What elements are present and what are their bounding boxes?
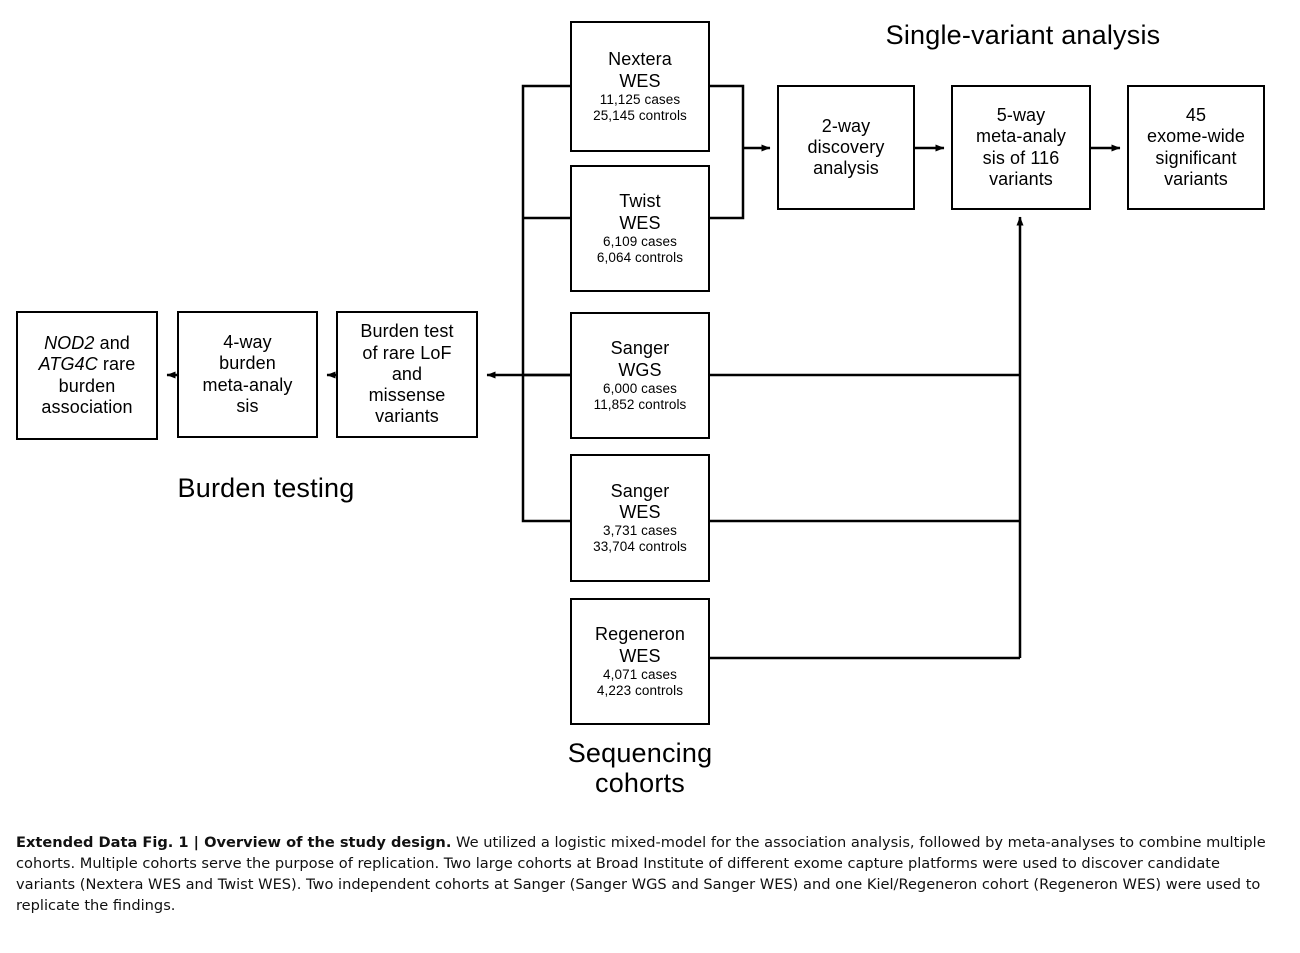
twist-wes-cases: 6,109 cases (603, 233, 677, 249)
nextera-wes-title-line1: Nextera (608, 49, 672, 70)
exome-wide-significant-label: 45 exome-wide significant variants (1146, 105, 1246, 189)
twist-wes-title-line2: WES (619, 212, 661, 233)
node-burden-test-rare-variants[interactable]: Burden test of rare LoF and missense var… (336, 311, 478, 438)
nod2-and: and (94, 333, 130, 354)
section-label-sequencing-cohorts: Sequencing cohorts (567, 738, 713, 799)
nextera-wes-cases: 11,125 cases (599, 91, 681, 107)
node-nextera-wes[interactable]: Nextera WES 11,125 cases 25,145 controls (570, 21, 710, 152)
regeneron-wes-controls: 4,223 controls (596, 682, 684, 698)
four-way-burden-meta-analysis-label: 4-way burden meta-analy sis (202, 332, 293, 416)
figure-caption: Extended Data Fig. 1 | Overview of the s… (16, 832, 1272, 917)
node-sanger-wes[interactable]: Sanger WES 3,731 cases 33,704 controls (570, 454, 710, 582)
regeneron-wes-title-line1: Regeneron (595, 624, 685, 645)
node-nod2-atg4c-association[interactable]: NOD2 and ATG4C rare burden association (16, 311, 158, 440)
study-design-flowchart: Single-variant analysis Burden testing S… (16, 20, 1265, 799)
node-twist-wes[interactable]: Twist WES 6,109 cases 6,064 controls (570, 165, 710, 292)
gene-nod2: NOD2 (44, 333, 95, 354)
sanger-wgs-title-line1: Sanger (610, 338, 670, 359)
sanger-wgs-controls: 11,852 controls (593, 396, 687, 412)
nextera-wes-title-line2: WES (619, 70, 661, 91)
conn-burden-left-rail (521, 84, 570, 523)
section-label-single-variant-analysis: Single-variant analysis (885, 20, 1161, 50)
nextera-wes-controls: 25,145 controls (593, 107, 687, 123)
sanger-wgs-title-line2: WGS (618, 359, 662, 380)
node-sanger-wgs[interactable]: Sanger WGS 6,000 cases 11,852 controls (570, 312, 710, 439)
node-five-way-meta-analysis[interactable]: 5-way meta-analy sis of 116 variants (951, 85, 1091, 210)
gene-atg4c: ATG4C (38, 354, 98, 375)
nod2-atg4c-line1: NOD2 and (44, 333, 130, 354)
node-exome-wide-significant[interactable]: 45 exome-wide significant variants (1127, 85, 1265, 210)
section-label-burden-testing: Burden testing (177, 473, 355, 503)
twist-wes-title-line1: Twist (619, 191, 661, 212)
sanger-wes-title-line1: Sanger (610, 480, 670, 501)
nod2-atg4c-rest: burden association (41, 375, 133, 417)
conn-discovery-merge (710, 84, 745, 220)
sanger-wes-cases: 3,731 cases (603, 523, 677, 539)
caption-body: We utilized a logistic mixed-model for t… (16, 834, 1266, 915)
node-four-way-burden-meta-analysis[interactable]: 4-way burden meta-analy sis (177, 311, 318, 438)
sanger-wes-title-line2: WES (619, 502, 661, 523)
two-way-discovery-label: 2-way discovery analysis (807, 115, 885, 179)
regeneron-wes-cases: 4,071 cases (603, 666, 677, 682)
atg4c-rare: rare (97, 354, 136, 375)
burden-test-rare-variants-label: Burden test of rare LoF and missense var… (360, 321, 454, 427)
sanger-wes-controls: 33,704 controls (593, 539, 687, 555)
node-two-way-discovery[interactable]: 2-way discovery analysis (777, 85, 915, 210)
nod2-atg4c-line2: ATG4C rare (39, 354, 136, 375)
caption-lead: Extended Data Fig. 1 | Overview of the s… (16, 834, 452, 851)
regeneron-wes-title-line2: WES (619, 645, 661, 666)
node-regeneron-wes[interactable]: Regeneron WES 4,071 cases 4,223 controls (570, 598, 710, 725)
five-way-meta-analysis-label: 5-way meta-analy sis of 116 variants (975, 105, 1067, 189)
sanger-wgs-cases: 6,000 cases (603, 380, 677, 396)
twist-wes-controls: 6,064 controls (596, 249, 684, 265)
